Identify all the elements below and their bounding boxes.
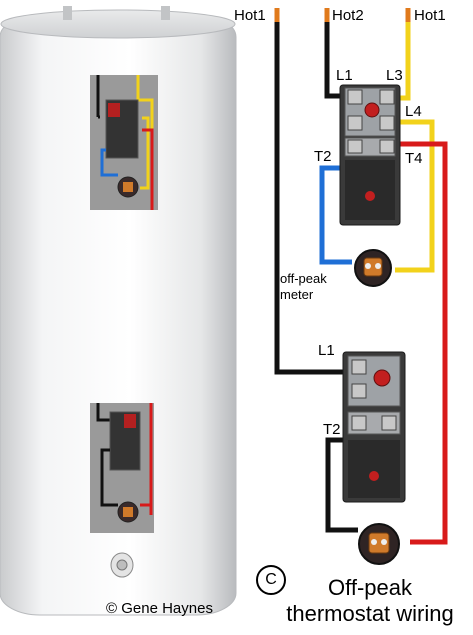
wire-hot1-yellow	[398, 20, 411, 101]
label-hot1-right: Hot1	[414, 7, 446, 24]
hot-outlet-pipe	[161, 6, 170, 20]
upper-element-icon	[354, 249, 392, 287]
label-upper-l3: L3	[386, 67, 403, 84]
label-upper-l4: L4	[405, 103, 422, 120]
upper-thermostat	[339, 84, 401, 226]
wires	[274, 8, 448, 545]
drain-valve-icon	[110, 552, 134, 578]
credit-text: © Gene Haynes	[106, 600, 213, 617]
label-lower-t2: T2	[323, 421, 341, 438]
wire-hot2-black	[324, 20, 345, 99]
lower-thermostat	[342, 351, 406, 503]
caption-line2: thermostat wiring	[286, 601, 454, 626]
cold-inlet-pipe	[63, 6, 72, 20]
wire-t4-red	[398, 141, 448, 545]
wire-lower-t2-black	[325, 437, 358, 533]
wire-t2-blue	[319, 165, 352, 265]
label-meter-line1: off-peak	[280, 271, 327, 286]
water-heater-tank	[0, 6, 237, 616]
label-hot2: Hot2	[332, 7, 364, 24]
label-meter-line2: meter	[280, 287, 314, 302]
diagram-caption: Off-peak thermostat wiring	[270, 575, 470, 627]
copyright-circle-icon: C	[256, 565, 286, 595]
wire-l4-yellow	[395, 119, 435, 273]
upper-access-panel	[90, 75, 158, 210]
label-hot1-left: Hot1	[234, 7, 266, 24]
lower-access-panel	[90, 403, 154, 533]
wire-hot1-black	[274, 20, 345, 375]
label-upper-t4: T4	[405, 150, 423, 167]
label-lower-l1: L1	[318, 342, 335, 359]
caption-line1: Off-peak	[328, 575, 412, 600]
label-upper-l1: L1	[336, 67, 353, 84]
lower-element-icon	[358, 523, 400, 565]
label-upper-t2: T2	[314, 148, 332, 165]
